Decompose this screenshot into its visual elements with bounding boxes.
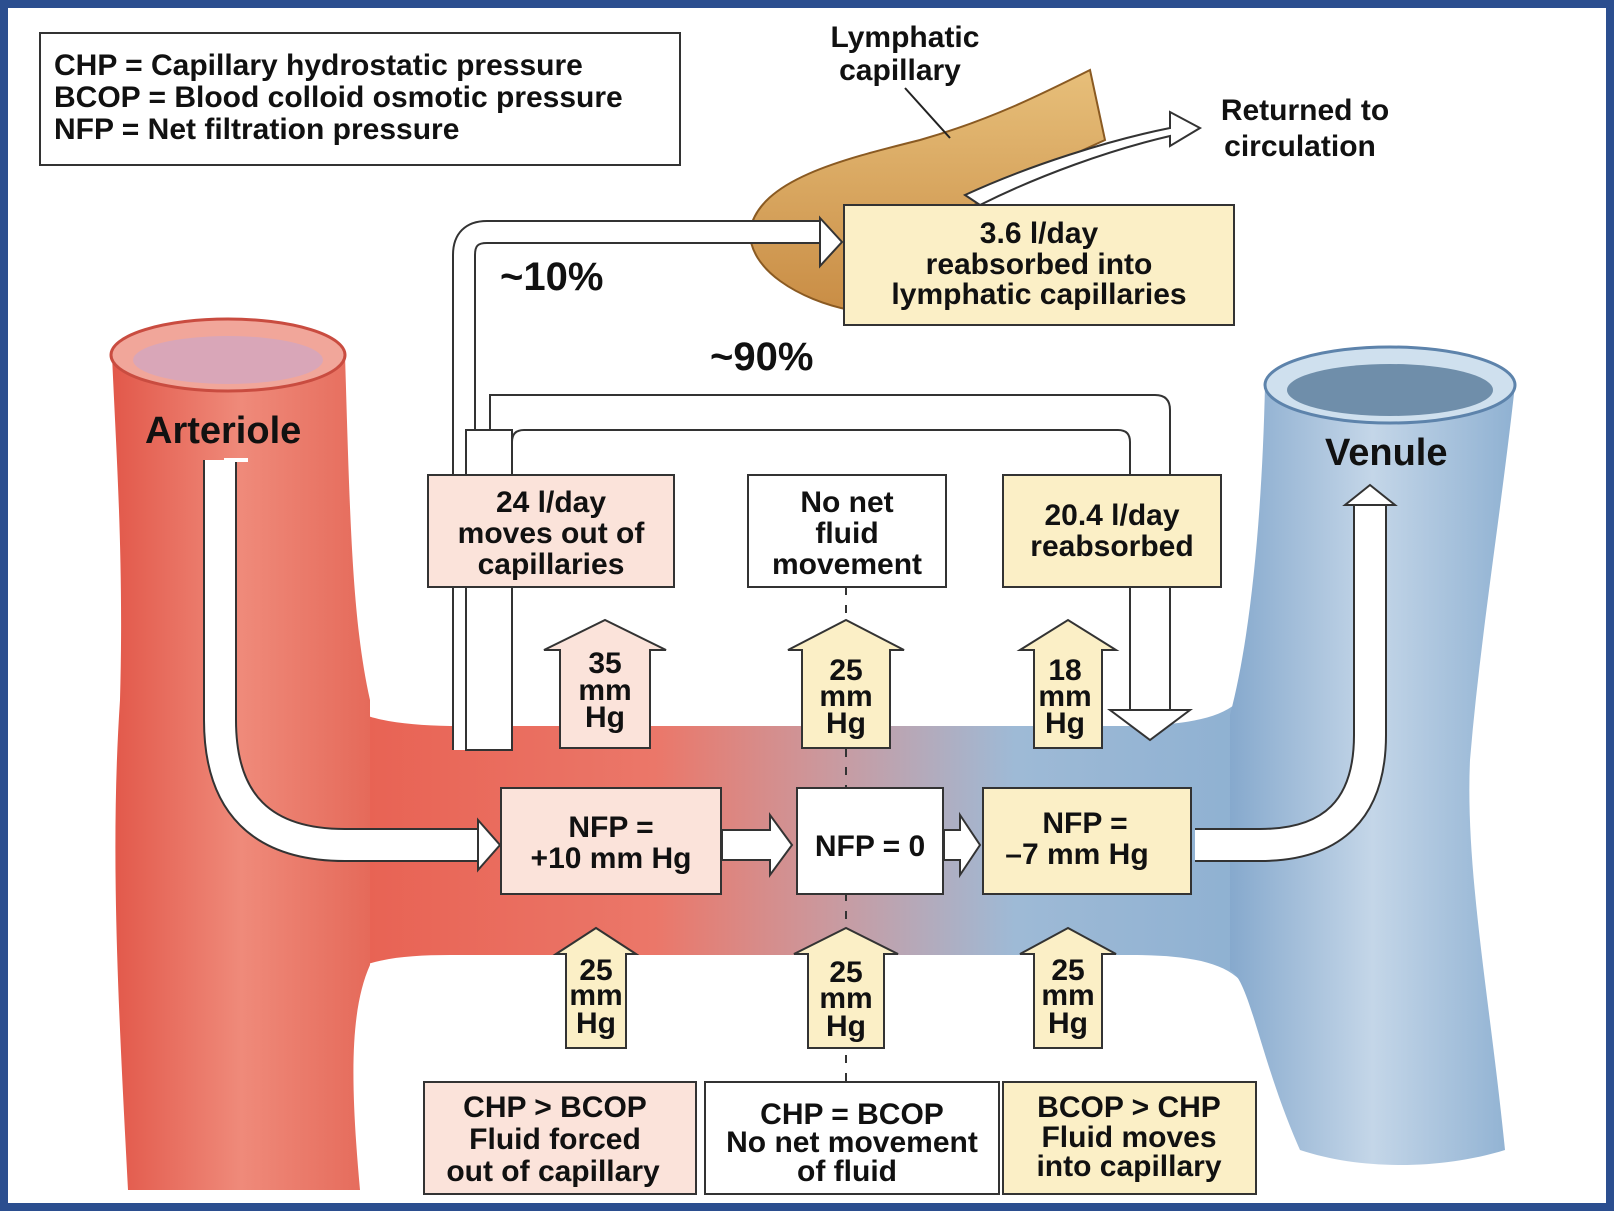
lymph-flow-arrowhead [819, 215, 844, 269]
svg-text:Hg: Hg [1045, 707, 1085, 740]
legend-chp: CHP = Capillary hydrostatic pressure [54, 49, 583, 82]
svg-text:reabsorbed: reabsorbed [1030, 530, 1193, 563]
arteriole-label: Arteriole [145, 410, 301, 452]
returned-label-1: Returned to [1221, 94, 1389, 127]
svg-text:No net movement: No net movement [726, 1126, 978, 1159]
svg-text:Hg: Hg [576, 1007, 616, 1040]
svg-text:25: 25 [829, 654, 862, 687]
bcop-gt-chp-box: BCOP > CHP Fluid moves into capillary [1002, 1081, 1257, 1195]
svg-text:mm: mm [569, 979, 622, 1012]
svg-text:CHP = BCOP: CHP = BCOP [760, 1098, 944, 1131]
lymph-reabsorb-box: 3.6 l/day reabsorbed into lymphatic capi… [843, 204, 1235, 326]
svg-text:25: 25 [579, 954, 612, 987]
svg-text:18: 18 [1048, 654, 1081, 687]
svg-text:20.4 l/day: 20.4 l/day [1044, 499, 1179, 532]
svg-text:Fluid forced: Fluid forced [469, 1123, 641, 1156]
svg-text:NFP =: NFP = [1042, 807, 1127, 840]
pct-90: ~90% [710, 335, 813, 379]
chp-arrow-middle: 25 mm Hg [787, 618, 905, 749]
pct-10: ~10% [500, 255, 603, 299]
svg-text:mm: mm [1041, 979, 1094, 1012]
svg-text:+10 mm Hg: +10 mm Hg [531, 842, 692, 875]
svg-text:35: 35 [588, 647, 621, 680]
svg-text:movement: movement [772, 548, 922, 581]
legend-bcop: BCOP = Blood colloid osmotic pressure [54, 81, 623, 114]
nfp-venous-box: NFP = –7 mm Hg [982, 787, 1192, 895]
chp-eq-bcop-box: CHP = BCOP No net movement of fluid [704, 1081, 1000, 1195]
svg-text:Fluid moves: Fluid moves [1041, 1121, 1216, 1154]
reabsorbed-box: 20.4 l/day reabsorbed [1002, 474, 1222, 588]
svg-text:of fluid: of fluid [797, 1155, 897, 1188]
svg-text:Hg: Hg [826, 1010, 866, 1043]
svg-text:25: 25 [1051, 954, 1084, 987]
flow-arrow-1 [721, 811, 794, 879]
svg-text:Hg: Hg [1048, 1007, 1088, 1040]
chp-arrow-venous: 18 mm Hg [1016, 618, 1120, 749]
svg-text:mm: mm [819, 982, 872, 1015]
lymphatic-label-2: capillary [839, 54, 961, 87]
svg-text:lymphatic capillaries: lymphatic capillaries [891, 278, 1186, 311]
svg-text:moves out of: moves out of [458, 517, 646, 550]
returned-label-2: circulation [1224, 130, 1376, 163]
svg-text:BCOP > CHP: BCOP > CHP [1037, 1091, 1221, 1124]
legend: CHP = Capillary hydrostatic pressure BCO… [39, 32, 681, 166]
venule-flow-arrow [1195, 505, 1385, 860]
venule-lumen [1287, 364, 1493, 416]
svg-text:mm: mm [819, 680, 872, 713]
nfp-arterial-box: NFP = +10 mm Hg [500, 787, 722, 895]
capillary [340, 700, 1240, 980]
chp-arrow-arterial: 35 mm Hg [543, 618, 667, 749]
returned-arrow [962, 110, 1203, 207]
arteriole-lumen [133, 336, 323, 384]
bcop-arrow-middle: 25 mm Hg [793, 926, 899, 1049]
svg-text:capillaries: capillaries [478, 548, 625, 581]
arteriole-flow-arrow [205, 460, 478, 860]
svg-text:mm: mm [578, 674, 631, 707]
venule-label: Venule [1325, 432, 1448, 474]
lymphatic-label-1: Lymphatic [831, 21, 980, 54]
svg-text:3.6 l/day: 3.6 l/day [980, 217, 1099, 250]
bcop-arrow-arterial: 25 mm Hg [552, 926, 640, 1049]
svg-text:reabsorbed into: reabsorbed into [926, 248, 1153, 281]
svg-text:NFP =: NFP = [568, 811, 653, 844]
legend-nfp: NFP = Net filtration pressure [54, 113, 459, 146]
nfp-middle-box: NFP = 0 [796, 787, 944, 895]
lymphatic-pointer [904, 87, 951, 139]
svg-text:Hg: Hg [585, 701, 625, 734]
svg-text:No net: No net [800, 486, 893, 519]
svg-text:mm: mm [1038, 680, 1091, 713]
chp-gt-bcop-box: CHP > BCOP Fluid forced out of capillary [423, 1081, 697, 1195]
svg-text:fluid: fluid [815, 517, 878, 550]
flow-arrow-2 [943, 811, 982, 879]
svg-text:into capillary: into capillary [1036, 1150, 1221, 1183]
svg-text:Hg: Hg [826, 707, 866, 740]
svg-text:out of capillary: out of capillary [446, 1155, 660, 1188]
bcop-arrow-venous: 25 mm Hg [1019, 926, 1117, 1049]
svg-text:25: 25 [829, 956, 862, 989]
reabsorb-arrowhead [1107, 709, 1193, 742]
no-net-movement-box: No net fluid movement [747, 474, 947, 588]
svg-text:–7 mm Hg: –7 mm Hg [1005, 838, 1148, 871]
svg-text:24 l/day: 24 l/day [496, 486, 606, 519]
svg-text:NFP = 0: NFP = 0 [815, 830, 925, 863]
moves-out-box: 24 l/day moves out of capillaries [427, 474, 675, 588]
svg-text:CHP > BCOP: CHP > BCOP [463, 1091, 647, 1124]
